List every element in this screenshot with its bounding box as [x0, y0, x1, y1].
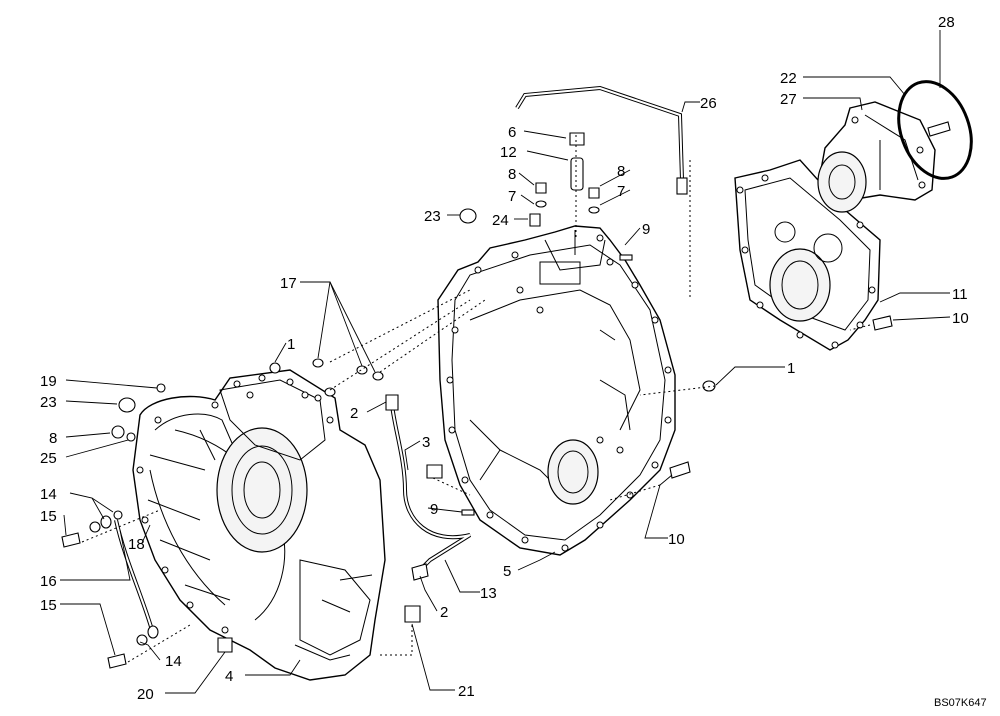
callout-17: 17 — [280, 275, 297, 292]
small-parts — [61, 132, 893, 669]
callout-13: 13 — [480, 585, 497, 602]
callout-15-bottom: 15 — [40, 597, 57, 614]
callout-8-right: 8 — [617, 163, 625, 180]
callout-23-left: 23 — [40, 394, 57, 411]
callout-7-left: 7 — [508, 188, 516, 205]
callout-14-bottom: 14 — [165, 653, 182, 670]
callout-12: 12 — [500, 144, 517, 161]
callout-14-top: 14 — [40, 486, 57, 503]
callout-25: 25 — [40, 450, 57, 467]
rear-cover — [734, 159, 881, 351]
callout-24: 24 — [492, 212, 509, 229]
callout-15-top: 15 — [40, 508, 57, 525]
callout-9-top: 9 — [642, 221, 650, 238]
callout-18: 18 — [128, 536, 145, 553]
callout-20: 20 — [137, 686, 154, 703]
diagram-code: BS07K647 — [934, 697, 987, 709]
pipe-26 — [515, 85, 688, 195]
callout-6: 6 — [508, 124, 516, 141]
callout-10-center: 10 — [668, 531, 685, 548]
callout-26: 26 — [700, 95, 717, 112]
hose-13 — [390, 404, 472, 572]
callout-22: 22 — [780, 70, 797, 87]
callout-21: 21 — [458, 683, 475, 700]
callout-23-top: 23 — [424, 208, 441, 225]
callout-2-top: 2 — [350, 405, 358, 422]
callout-11: 11 — [952, 286, 968, 303]
callout-4: 4 — [225, 668, 233, 685]
callout-2-bottom: 2 — [440, 604, 448, 621]
callout-8-left: 8 — [508, 166, 516, 183]
callout-7-right: 7 — [617, 183, 625, 200]
callout-1-left: 1 — [287, 336, 295, 353]
front-housing — [132, 369, 386, 681]
pump-unit — [817, 80, 973, 213]
assembly-lines — [81, 135, 871, 663]
callout-8-lower-left: 8 — [49, 430, 57, 447]
callout-10-right: 10 — [952, 310, 969, 327]
callout-1-right: 1 — [787, 360, 795, 377]
callout-27: 27 — [780, 91, 797, 108]
callout-9-bottom: 9 — [430, 501, 438, 518]
callout-19: 19 — [40, 373, 57, 390]
center-housing — [437, 225, 676, 556]
callout-3: 3 — [422, 434, 430, 451]
pipe-16 — [114, 519, 154, 631]
callout-28: 28 — [938, 14, 955, 31]
leader-lines — [60, 30, 951, 694]
callouts: 28 22 27 26 6 12 8 7 8 7 23 24 9 17 11 1… — [40, 14, 987, 709]
callout-16: 16 — [40, 573, 57, 590]
callout-5: 5 — [503, 563, 511, 580]
